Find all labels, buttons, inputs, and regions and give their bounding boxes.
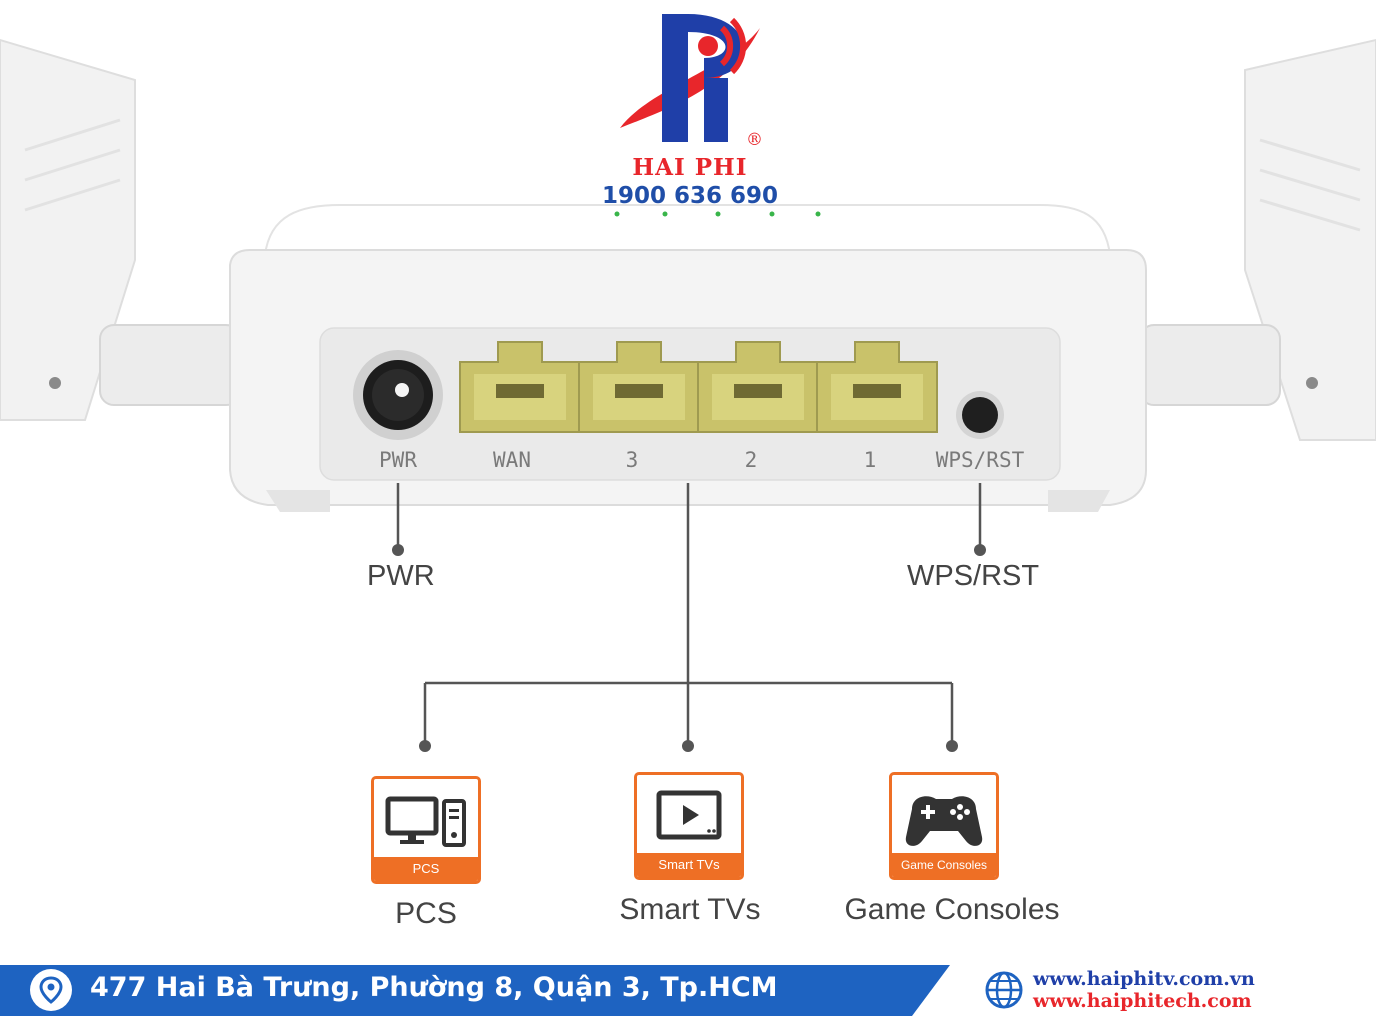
callout-label-wps-rst: WPS/RST <box>907 560 1040 592</box>
monitor-icon <box>385 796 466 847</box>
globe-icon <box>985 971 1023 1009</box>
brand-logo-block: ® HAI PHI 1900 636 690 <box>590 8 790 213</box>
brand-name: HAI PHI <box>632 154 748 181</box>
router-illustration <box>0 38 1376 512</box>
left-antenna <box>0 38 241 421</box>
port-label-lan2: 2 <box>744 448 758 472</box>
footer-address: 477 Hai Bà Trưng, Phường 8, Quận 3, Tp.H… <box>90 972 778 1003</box>
device-band-pcs: PCS <box>374 857 478 881</box>
right-antenna <box>1139 38 1376 441</box>
port-label-lan1: 1 <box>863 448 877 472</box>
footer-website-2[interactable]: www.haiphitech.com <box>1033 990 1252 1012</box>
callout-label-pwr: PWR <box>367 560 435 592</box>
tv-play-icon <box>656 790 722 840</box>
callout-lines <box>392 483 986 752</box>
ethernet-ports <box>459 341 938 433</box>
port-label-wps: WPS/RST <box>935 448 1025 472</box>
footer-website-1[interactable]: www.haiphitv.com.vn <box>1033 968 1255 990</box>
pin-icon <box>30 969 72 1011</box>
wps-reset-button <box>956 391 1004 439</box>
footer-address-bar <box>0 965 950 1016</box>
device-caption-pcs: PCS <box>395 897 457 930</box>
device-tile-game-consoles: Game Consoles <box>889 772 999 880</box>
registered-mark: ® <box>746 130 763 150</box>
device-band-smart-tvs: Smart TVs <box>637 853 741 877</box>
port-label-wan: WAN <box>493 448 531 472</box>
device-tile-pcs: PCS <box>371 776 481 884</box>
hai-phi-logo-icon <box>620 14 760 142</box>
power-jack <box>353 350 443 440</box>
gamepad-icon <box>905 796 983 846</box>
status-leds <box>614 211 821 217</box>
device-caption-game-consoles: Game Consoles <box>844 893 1060 926</box>
device-tile-smart-tvs: Smart TVs <box>634 772 744 880</box>
port-label-pwr: PWR <box>379 448 417 472</box>
device-caption-smart-tvs: Smart TVs <box>619 893 761 926</box>
port-label-lan3: 3 <box>625 448 639 472</box>
device-band-game-consoles: Game Consoles <box>892 853 996 877</box>
